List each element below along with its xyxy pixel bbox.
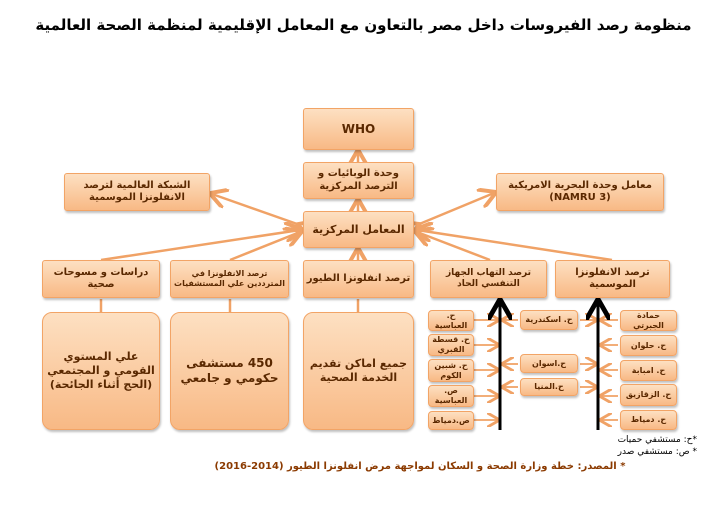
- row-box: ترصد الانفلونزا الموسمية: [555, 260, 670, 298]
- hospital-box: حمادة الجبرتي: [620, 310, 677, 331]
- hospital-box: ح. امبابة: [620, 360, 677, 381]
- legend-item: *ح: مستشفي حميات: [617, 435, 697, 445]
- legend: *ح: مستشفي حميات * ص: مستشفي صدر: [618, 435, 697, 458]
- big-box: علي المستوي القومي و المجتمعي (الحج أثنا…: [42, 312, 160, 430]
- hospital-box: ح.المنيا: [520, 378, 578, 396]
- hospital-box: ح. حلوان: [620, 335, 677, 356]
- row-box: ترصد التهاب الجهاز التنفسي الحاد: [430, 260, 547, 298]
- hospital-box: ح. العباسية: [428, 310, 474, 331]
- arrow-namru: [417, 193, 494, 225]
- legend-item: * ص: مستشفي صدر: [617, 446, 697, 457]
- row-box: ترصد انفلونزا الطيور: [303, 260, 414, 298]
- hospital-box: ح. دمياط: [620, 410, 677, 430]
- hospital-box: ح.اسوان: [520, 354, 578, 373]
- big-box: 450 مستشفى حكومي و جامعي: [170, 312, 289, 430]
- global-network-box: الشبكة العالمية لترصد الانفلونزا الموسمي…: [64, 173, 210, 211]
- arrow-global: [212, 194, 300, 225]
- hospital-box: ص.دمياط: [428, 411, 474, 430]
- row-box: ترصد الانفلونزا في المترددين علي المستشف…: [170, 260, 289, 298]
- hospital-box: ص. العباسية: [428, 385, 474, 407]
- diagram-title: منظومة رصد الفيروسات داخل مصر بالتعاون م…: [35, 16, 692, 34]
- who-box: WHO: [303, 108, 414, 150]
- central-labs-box: المعامل المركزية: [303, 211, 414, 248]
- namru-box: معامل وحدة البحرية الامريكية (NAMRU 3): [496, 173, 664, 211]
- hospital-box: ح. اسكندرية: [520, 310, 578, 330]
- hospital-box: ح. شبين الكوم: [428, 359, 474, 382]
- data-unit-box: وحدة الوبائيات و الترصد المركزية: [303, 162, 414, 199]
- hospital-box: ح. الزقازيق: [620, 384, 677, 406]
- hospital-box: ح. قسطة القبري: [428, 334, 474, 356]
- row-box: دراسات و مسوحات صحية: [42, 260, 160, 298]
- big-box: جميع اماكن تقديم الخدمة الصحية: [303, 312, 414, 430]
- source-note: * المصدر: خطة وزارة الصحة و السكان لمواج…: [214, 461, 626, 472]
